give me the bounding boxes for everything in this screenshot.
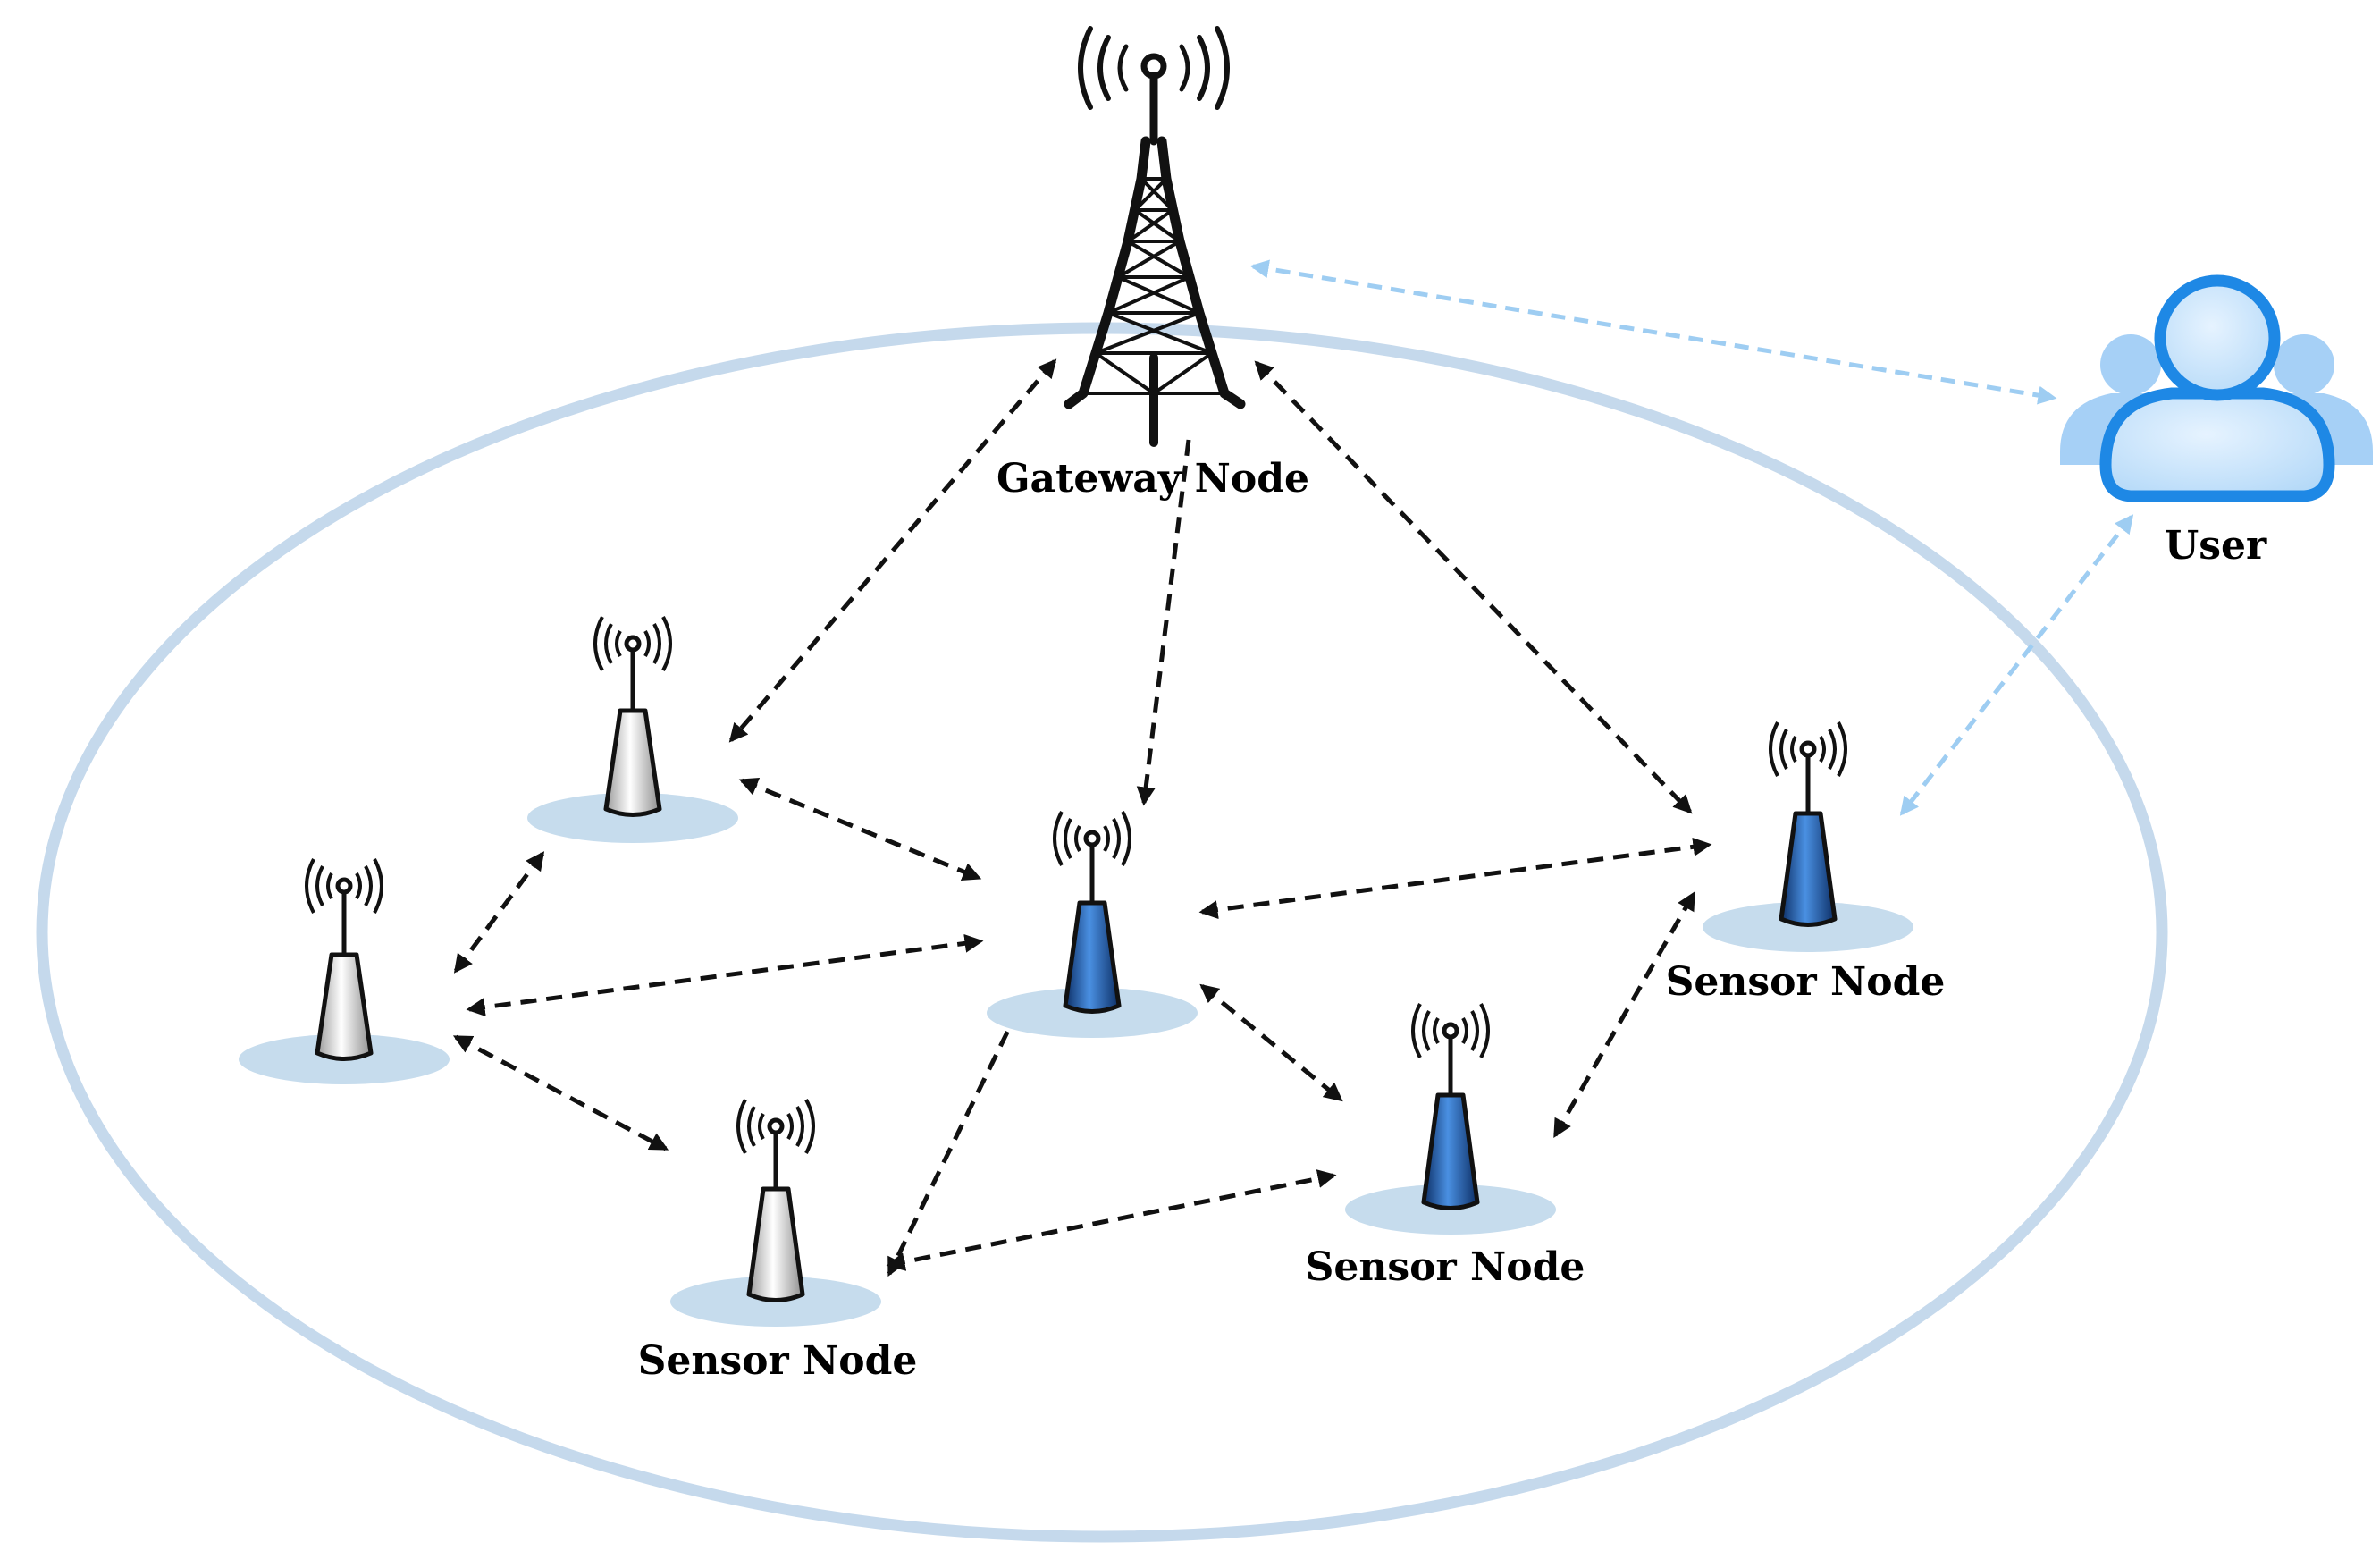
sensor-node-bottom xyxy=(670,1099,881,1327)
white-sensor-antenna-icon xyxy=(593,616,672,817)
blue-sensor-antenna-icon xyxy=(1411,1003,1490,1210)
white-sensor-antenna-icon xyxy=(736,1099,815,1302)
gateway-node-label: Gateway Node xyxy=(997,456,1309,502)
white-sensor-antenna-icon xyxy=(305,858,383,1061)
blue-sensor-antenna-icon xyxy=(1053,811,1131,1014)
sensor-node-mid xyxy=(1345,1003,1556,1235)
node-links xyxy=(452,358,1712,1277)
link-nodeB-center xyxy=(466,933,984,1017)
link-sensor-bottom-sensor-mid xyxy=(886,1169,1337,1271)
link-nodeA-center xyxy=(738,777,982,881)
link-nodeA-nodeB xyxy=(453,851,545,974)
link-sensor-mid-sensor-right xyxy=(1552,890,1696,1139)
link-nodeB-sensor-bottom xyxy=(452,1034,669,1151)
sensor-node-a xyxy=(527,616,738,843)
user-label: User xyxy=(2165,523,2267,569)
sensor-node-center xyxy=(987,811,1198,1038)
sensor-node-right-label: Sensor Node xyxy=(1666,959,1946,1005)
sensor-node-right xyxy=(1703,721,1913,952)
link-gateway-center xyxy=(1136,439,1191,806)
sensor-node-b xyxy=(239,858,450,1084)
blue-sensor-antenna-icon xyxy=(1769,721,1847,927)
link-center-sensor-mid xyxy=(1199,983,1343,1102)
link-gateway-sensor-right xyxy=(1254,360,1693,814)
link-center-sensor-bottom xyxy=(887,1005,1022,1277)
user-group-icon xyxy=(2060,274,2373,502)
link-gateway-nodeA xyxy=(728,358,1057,743)
link-user-sensor-right xyxy=(1899,514,2134,816)
sensor-node-mid-label: Sensor Node xyxy=(1306,1244,1585,1290)
radio-tower-icon xyxy=(1064,26,1246,447)
link-center-sensor-right xyxy=(1198,837,1712,920)
user-links xyxy=(1249,259,2134,816)
link-gateway-user xyxy=(1249,259,2057,405)
sensor-node-bottom-label: Sensor Node xyxy=(638,1338,918,1384)
